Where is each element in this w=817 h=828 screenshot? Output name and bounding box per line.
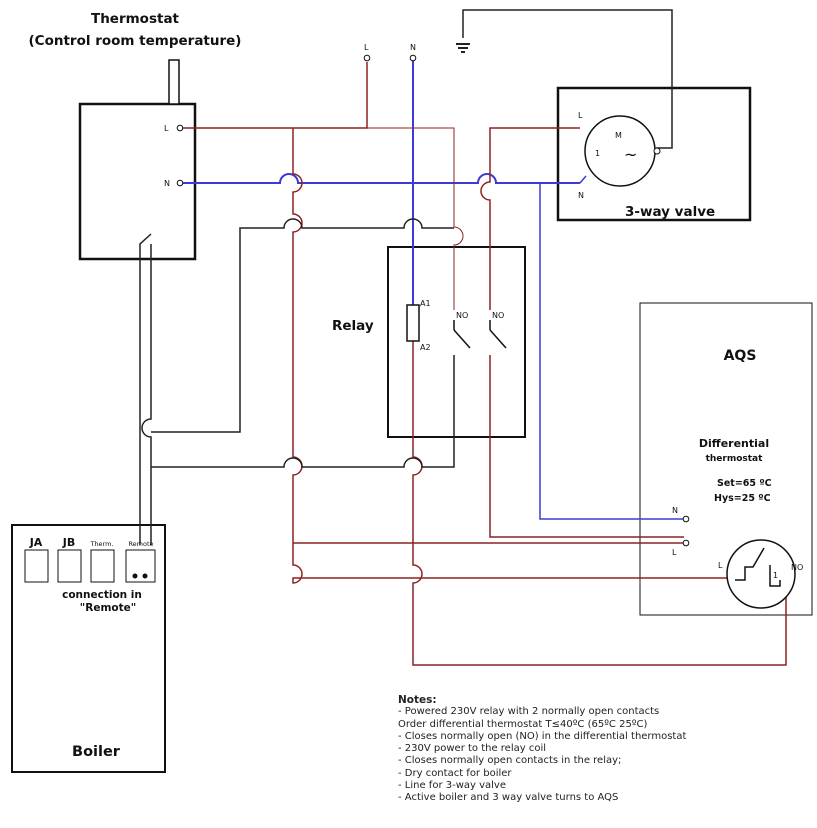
neutral-wire [539,183,684,520]
aqs-switch-l-label: L [718,561,723,570]
valve-box [556,86,752,222]
note-line: - Closes normally open contacts in the r… [398,755,622,767]
valve-motor-1-label: 1 [595,149,600,158]
supply-line-label: L [364,43,369,52]
neutral-wire [182,173,580,184]
supply-neutral-terminal [409,54,417,62]
note-line: - Powered 230V relay with 2 normally ope… [398,706,660,718]
aqs-switch-contact [735,547,781,587]
diff-thermostat-title-2: thermostat [706,454,764,464]
aqs-terminal-n-label: N [672,506,678,515]
signal-wire [141,244,152,545]
valve-terminal-l-label: L [578,111,583,120]
thermostat-terminal-l-label: L [164,124,169,133]
boiler-therm-label: Therm. [89,540,113,548]
relay-a2-label: A2 [420,343,431,352]
relay-contact-2-label: NO [492,311,504,320]
boiler-connection-line-2: "Remote" [80,602,136,614]
valve-motor-m-label: M [615,131,622,140]
valve-motor-symbol: ~ [624,145,637,164]
boiler-remote-label: Remote [128,540,153,548]
supply-neutral-label: N [410,43,416,52]
terminal-remote-box [125,549,156,583]
aqs-n-terminal [682,515,690,523]
note-line: Order differential thermostat T≤40ºC (65… [398,718,648,730]
note-line: - Line for 3-way valve [398,780,507,792]
signal-wire [151,218,454,433]
relay-contact-1-label: NO [456,311,468,320]
valve-motor-terminal [653,147,661,155]
aqs-switch-no-label: NO [791,563,803,572]
boiler-box [11,524,166,773]
relay-box [387,246,526,438]
aqs-switch-1-label: 1 [773,571,778,580]
thermostat-subtitle: (Control room temperature) [29,33,242,49]
signal-wire [151,355,455,468]
relay-a1-label: A1 [420,299,431,308]
aqs-l-terminal [682,539,690,547]
line-wire [489,355,684,538]
thermostat-box [78,102,197,261]
note-line: - Closes normally open (NO) in the diffe… [398,730,687,742]
thermostat-n-terminal [176,179,184,187]
terminal-therm-box [90,549,115,583]
notes-block: Notes: - Powered 230V relay with 2 norma… [398,694,808,805]
relay-contact-1 [453,329,471,349]
relay-coil [406,304,420,342]
thermostat-l-terminal [176,124,184,132]
diff-thermostat-set: Set=65 ºC [717,478,772,489]
thermostat-terminal-n-label: N [164,179,170,188]
boiler-connection-line-1: connection in [62,589,142,601]
note-line: - 230V power to the relay coil [398,743,547,755]
terminal-jb-box [57,549,82,583]
valve-terminal-n-label: N [578,191,584,200]
notes-list: - Powered 230V relay with 2 normally ope… [398,706,808,804]
line-wire [182,62,368,129]
relay-title: Relay [332,318,374,334]
thermostat-probe [168,59,180,105]
supply-line-terminal [363,54,371,62]
diff-thermostat-hys: Hys=25 ºC [714,493,771,504]
line-wire [292,128,684,584]
aqs-title: AQS [724,348,757,364]
aqs-box [639,302,813,616]
boiler-ja-label: JA [29,536,43,549]
diff-thermostat-title-1: Differential [699,437,769,450]
notes-title: Notes: [398,694,437,706]
neutral-wire [579,175,587,184]
line-wire [367,127,464,310]
earth-wire [462,9,673,149]
boiler-jb-label: JB [62,536,75,549]
terminal-ja-box [24,549,49,583]
aqs-terminal-l-label: L [672,548,677,557]
note-line: - Active boiler and 3 way valve turns to… [398,792,619,804]
note-line: - Dry contact for boiler [398,767,512,779]
remote-terminal-dot [132,573,138,579]
line-wire [480,127,580,310]
thermostat-title: Thermostat [91,11,180,27]
aqs-switch [726,539,796,609]
remote-terminal-dot [142,573,148,579]
boiler-title: Boiler [72,744,121,760]
signal-wire [139,233,152,545]
valve-title: 3-way valve [625,204,715,220]
relay-contact-2 [489,329,507,349]
